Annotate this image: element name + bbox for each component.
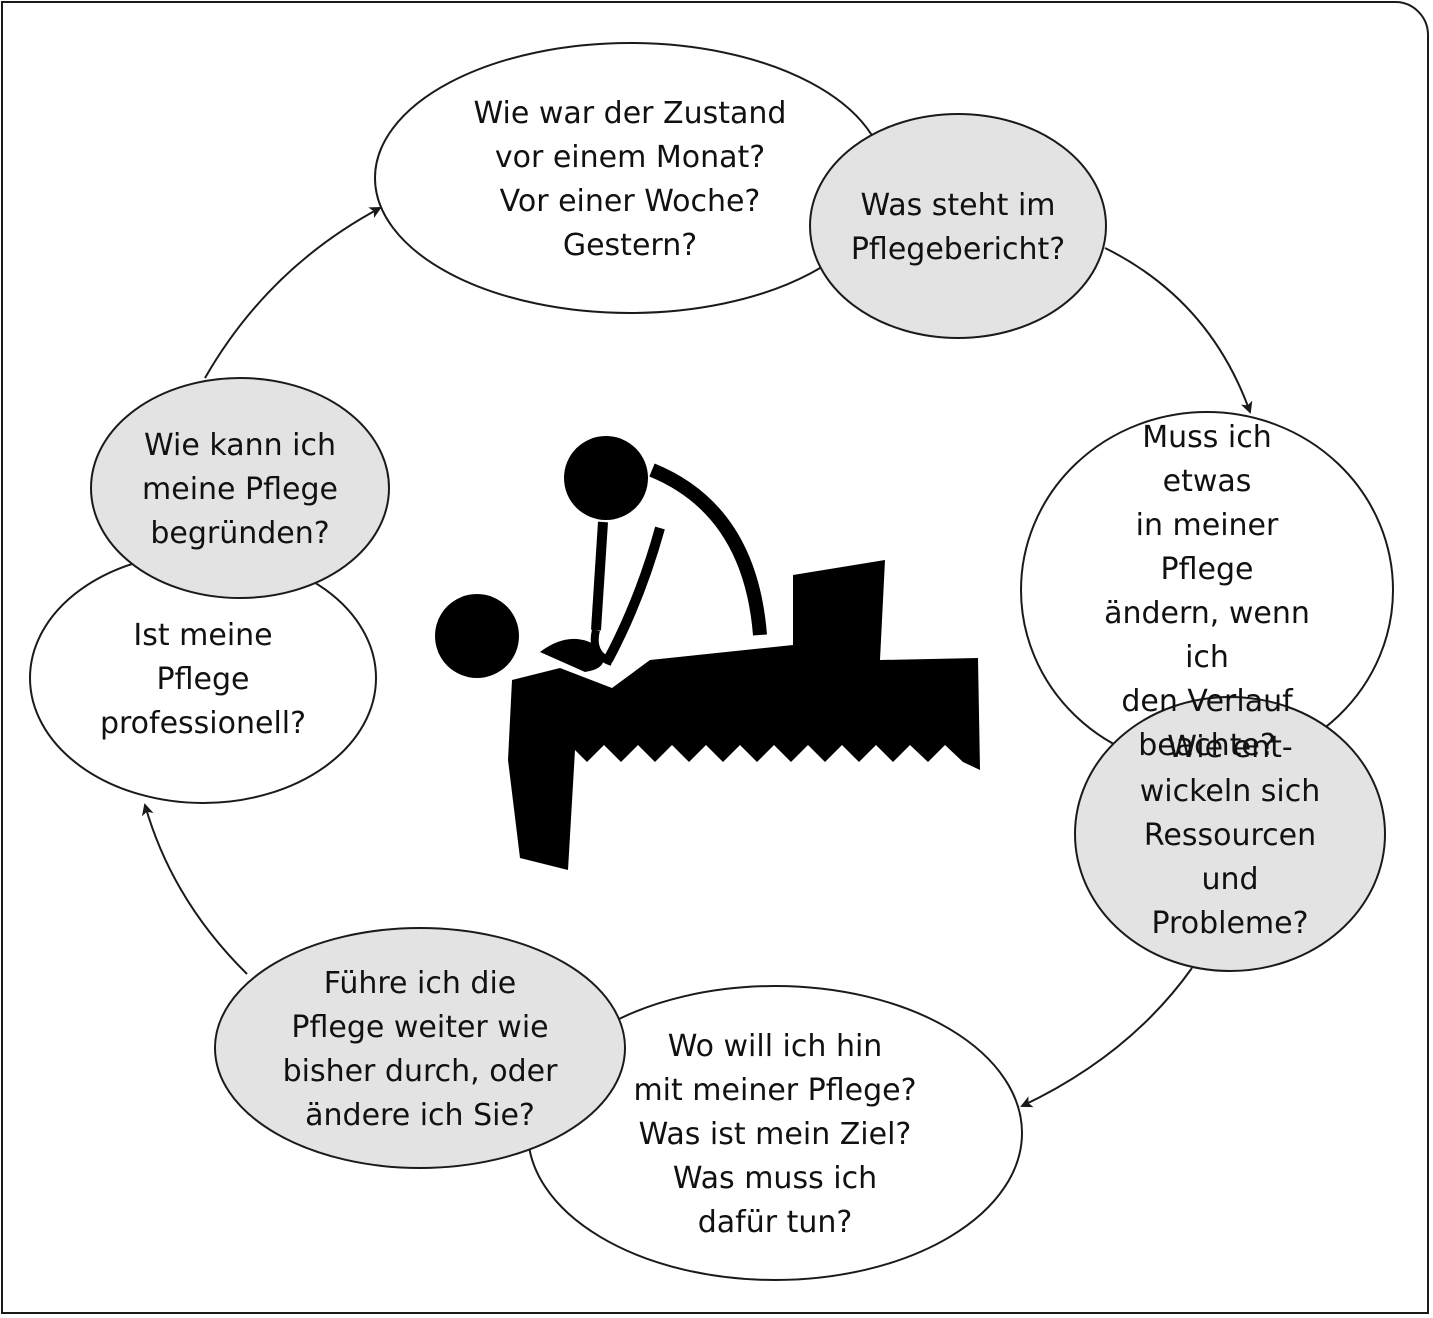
node-label-ressourcen: Wie ent- wickeln sich Ressourcen und Pro…: [1139, 730, 1321, 941]
node-ressourcen: [1074, 696, 1386, 972]
node-label-weiter: Führe ich die Pflege weiter wie bisher d…: [282, 966, 558, 1133]
node-label-professionell: Ist meine Pflege professionell?: [99, 618, 307, 741]
arrow-pflegebericht-to-verlauf: [1104, 247, 1253, 414]
node-label-verlauf: Muss ich etwas in meiner Pflege ändern, …: [1104, 420, 1310, 763]
arrow-weiter-to-professionell: [141, 803, 248, 975]
node-label-pflegebericht: Was steht im Pflegebericht?: [850, 188, 1066, 267]
arrow-begruenden-to-zustand: [204, 207, 382, 379]
node-begruenden: [90, 377, 390, 599]
caregiver-patient-icon: [435, 436, 980, 870]
node-label-ziel: Wo will ich hin mit meiner Pflege? Was i…: [633, 1029, 917, 1240]
arrow-ressourcen-to-ziel: [1020, 967, 1193, 1108]
node-label-zustand: Wie war der Zustand vor einem Monat? Vor…: [473, 96, 787, 263]
node-label-begruenden: Wie kann ich meine Pflege begründen?: [142, 428, 338, 551]
node-pflegebericht: [809, 113, 1107, 339]
node-weiter: [214, 927, 626, 1169]
